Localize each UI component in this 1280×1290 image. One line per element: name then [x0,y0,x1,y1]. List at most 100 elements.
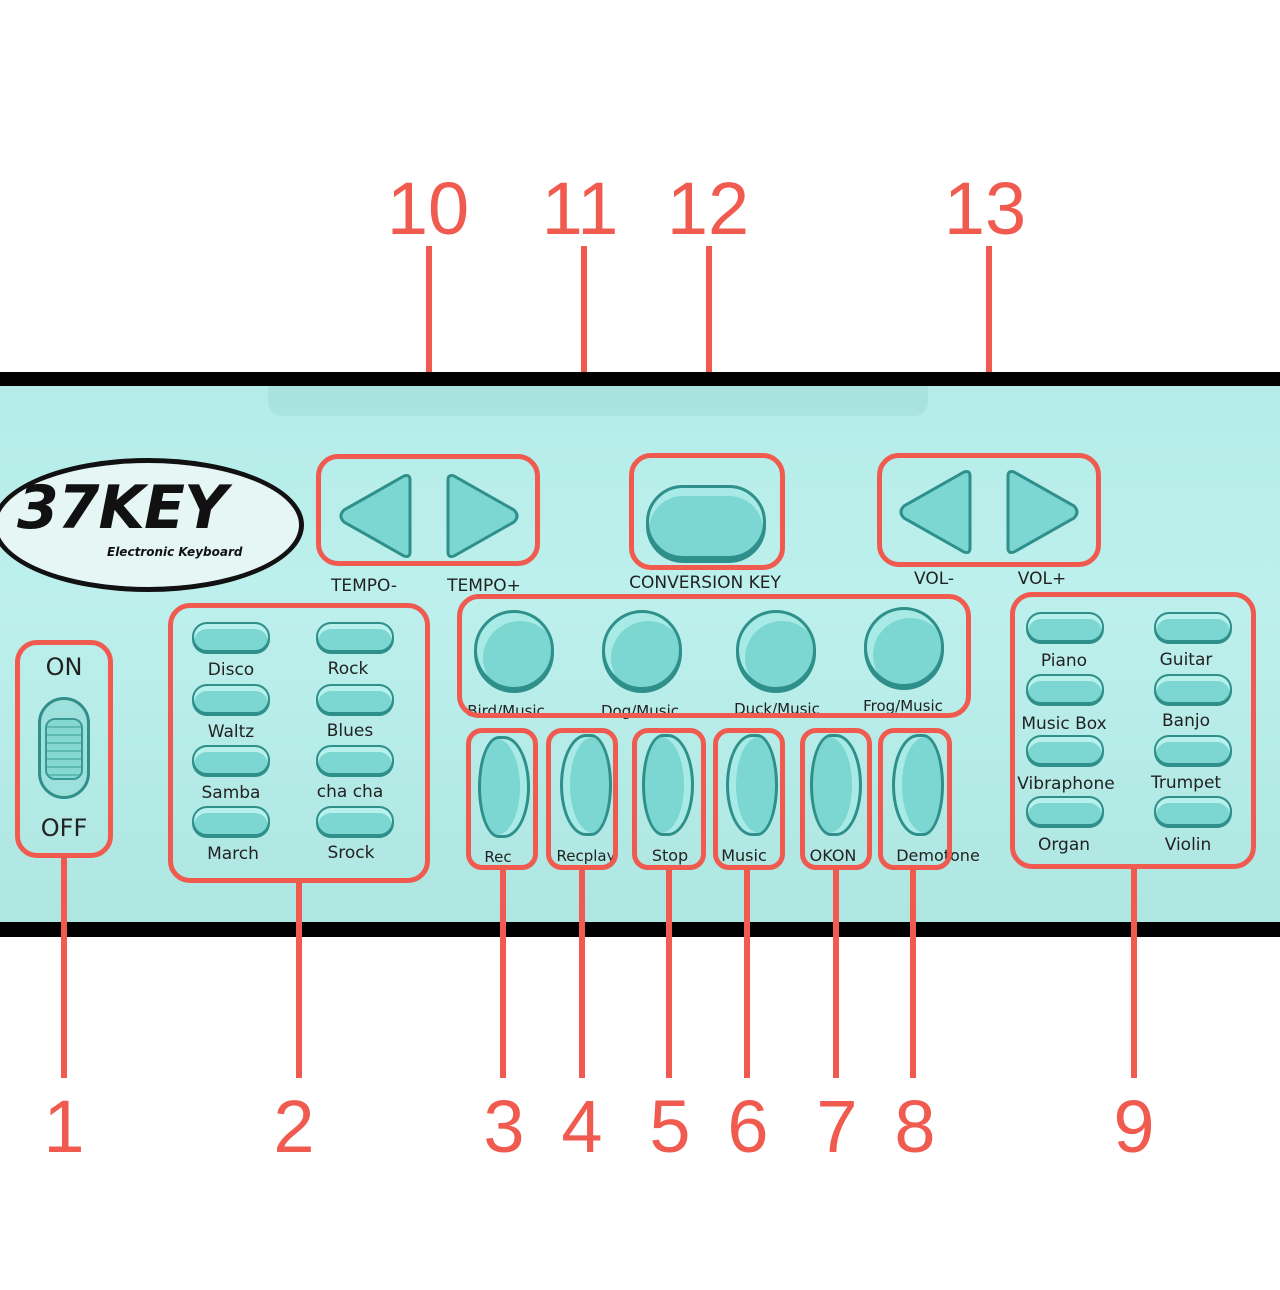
stop-button[interactable] [642,734,694,836]
rhythm-label-blues: Blues [326,721,374,741]
callout-line-12 [706,246,712,458]
volume-up-icon[interactable] [1002,470,1082,554]
instrument-label-banjo: Banjo [1162,711,1210,731]
rhythm-button-waltz[interactable] [192,684,270,714]
rhythm-label-samba: Samba [201,783,261,803]
music-button[interactable] [726,734,778,836]
callout-5: 5 [649,1085,691,1168]
callout-13: 13 [943,167,1027,250]
rec-label: Rec [484,848,512,866]
instrument-label-organ: Organ [1037,835,1091,855]
power-switch[interactable] [38,697,90,799]
instrument-button-banjo[interactable] [1154,674,1232,704]
callout-box-5 [632,728,706,870]
callout-12: 12 [666,167,750,250]
instrument-button-trumpet[interactable] [1154,735,1232,765]
power-off-label: OFF [40,814,88,842]
volume-plus-label: VOL+ [1017,569,1067,589]
callout-box-4 [546,728,618,870]
rhythm-label-srock: Srock [327,843,375,863]
instrument-button-violin[interactable] [1154,796,1232,826]
rhythm-label-cha-cha: cha cha [316,782,384,802]
animal-button-bird[interactable] [474,610,554,690]
rec-button[interactable] [478,736,530,838]
instrument-label-violin: Violin [1164,835,1212,855]
demotone-button[interactable] [892,734,944,836]
music-label: Music [721,846,767,865]
animal-label-frog: Frog/Music [863,697,943,715]
callout-7: 7 [816,1085,858,1168]
conversion-key-label: CONVERSION KEY [629,573,781,593]
callout-2: 2 [273,1085,315,1168]
logo-subtitle: Electronic Keyboard [107,545,243,559]
callout-box-9 [1010,592,1256,869]
rhythm-button-samba[interactable] [192,745,270,775]
callout-box-12 [629,453,785,570]
callout-9: 9 [1113,1085,1155,1168]
panel-notch [268,386,928,416]
rhythm-label-rock: Rock [327,659,369,679]
callout-line-4 [579,870,585,1078]
callout-1: 1 [43,1085,85,1168]
tempo-plus-label: TEMPO+ [447,576,521,596]
animal-button-frog[interactable] [864,607,944,687]
instrument-button-guitar[interactable] [1154,612,1232,642]
instrument-label-guitar: Guitar [1159,650,1213,670]
rhythm-button-march[interactable] [192,806,270,836]
callout-box-7 [800,728,872,870]
callout-box-1 [15,640,113,858]
instrument-label-trumpet: Trumpet [1150,773,1222,793]
volume-minus-label: VOL- [913,569,955,589]
rhythm-label-march: March [207,844,259,864]
rhythm-button-blues[interactable] [316,684,394,714]
callout-3: 3 [483,1085,525,1168]
callout-line-3 [500,870,506,1078]
instrument-label-music-box: Music Box [1021,714,1107,734]
callout-box-3 [466,728,538,870]
callout-line-7 [833,870,839,1078]
animal-button-duck[interactable] [736,610,816,690]
callout-6: 6 [727,1085,769,1168]
rhythm-button-srock[interactable] [316,806,394,836]
conversion-key-button[interactable] [646,485,766,559]
callout-box-6 [713,728,785,870]
instrument-button-piano[interactable] [1026,612,1104,642]
power-on-label: ON [45,653,83,681]
rhythm-button-rock[interactable] [316,622,394,652]
tempo-up-icon[interactable] [442,474,522,558]
instrument-button-organ[interactable] [1026,796,1104,826]
animal-button-dog[interactable] [602,610,682,690]
callout-line-9 [1131,869,1137,1078]
callout-box-2 [168,603,430,883]
tempo-minus-label: TEMPO- [330,576,398,596]
callout-box-13 [877,453,1101,567]
callout-box-11 [457,594,971,718]
power-switch-knob[interactable] [45,718,83,780]
instrument-label-piano: Piano [1040,651,1088,671]
animal-label-duck: Duck/Music [734,700,820,718]
recplay-button[interactable] [560,734,612,836]
volume-down-icon[interactable] [896,470,976,554]
rhythm-button-cha-cha[interactable] [316,745,394,775]
brand-logo: 37KEY Electronic Keyboard [0,458,304,592]
callout-line-13 [986,246,992,458]
callout-4: 4 [561,1085,603,1168]
instrument-button-vibraphone[interactable] [1026,735,1104,765]
rhythm-label-disco: Disco [207,660,255,680]
stop-label: Stop [651,846,689,865]
callout-line-8 [910,870,916,1078]
instrument-button-music-box[interactable] [1026,674,1104,704]
callout-box-8 [878,728,952,870]
instrument-label-vibraphone: Vibraphone [1017,774,1115,794]
okon-button[interactable] [810,734,862,836]
rhythm-button-disco[interactable] [192,622,270,652]
logo-title: 37KEY [17,473,227,543]
callout-line-10 [426,246,432,458]
callout-line-1 [61,858,67,1078]
callout-10: 10 [386,167,470,250]
callout-8: 8 [894,1085,936,1168]
recplay-label: Recplay [556,847,616,865]
tempo-down-icon[interactable] [336,474,416,558]
okon-label: OKON [809,846,857,865]
callout-box-10 [316,454,540,566]
